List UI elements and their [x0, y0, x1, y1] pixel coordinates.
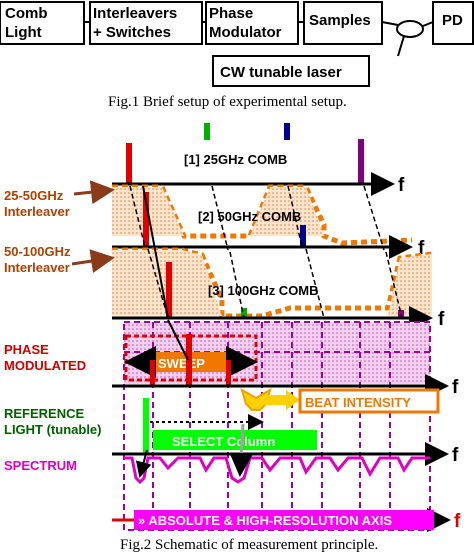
beat-label: BEAT INTENSITY: [305, 395, 411, 410]
phase-line-right: [226, 360, 231, 386]
spectrum-label: SPECTRUM: [4, 458, 77, 473]
samples-label: Samples: [309, 12, 371, 29]
phase-modulator-label-1: Phase: [209, 5, 253, 22]
comb1-line-green: [204, 123, 210, 140]
reference-line: [143, 398, 149, 454]
phase-line-left: [150, 360, 155, 386]
axis-f-3: f: [438, 309, 445, 330]
axis-banner: [134, 510, 434, 530]
phase-label-2: MODULATED: [4, 358, 86, 373]
comb1-line-navy: [284, 123, 290, 140]
beat-box: [298, 388, 440, 414]
comb3-line-purple: [398, 310, 404, 318]
axis-f-4: f: [452, 377, 459, 398]
phase-modulator-label-2: Modulator: [209, 24, 282, 41]
pd-box: [432, 1, 474, 45]
comb3-line-green: [241, 308, 247, 318]
axis-f-2: f: [418, 238, 425, 259]
reference-label-1: REFERENCE: [4, 406, 85, 421]
interleavers-label-2: + Switches: [93, 24, 171, 41]
interleaver1-label-1: 25-50GHz: [4, 188, 64, 203]
cw-laser-label: CW tunable laser: [220, 64, 342, 81]
coupler: [396, 20, 424, 38]
select-box: [153, 430, 317, 450]
comb2-label: [2] 50GHz COMB: [198, 209, 301, 224]
axis-f-5: f: [452, 445, 459, 466]
phase-label-1: PHASE: [4, 342, 49, 357]
interleaver2-label-1: 50-100GHz: [4, 244, 71, 259]
reference-label-2: LIGHT (tunable): [4, 422, 102, 437]
phase-line-center: [186, 334, 192, 386]
spectrum-trace: [124, 456, 430, 485]
interleaver2-label-2: Interleaver: [4, 260, 70, 275]
fig1-setup: Comb Light Interleavers + Switches Phase…: [0, 1, 474, 110]
comb2-line-navy: [300, 225, 306, 247]
axis-banner-label: » ABSOLUTE & HIGH-RESOLUTION AXIS: [138, 513, 392, 528]
comb1-line-purple: [358, 139, 364, 183]
axis-f-6: f: [454, 511, 461, 532]
comb3-line-red: [166, 262, 172, 318]
sweep-label: SWEEP: [158, 356, 205, 371]
interleavers-label-1: Interleavers: [93, 5, 177, 22]
comb-light-label-2: Light: [5, 24, 42, 41]
select-label: SELECT Column: [172, 434, 275, 449]
interleaver1-label-2: Interleaver: [4, 204, 70, 219]
axis-f-1: f: [398, 175, 405, 196]
cw-laser-box: [212, 55, 370, 87]
fig1-caption: Fig.1 Brief setup of experimental setup.: [108, 94, 347, 110]
fig2-caption: Fig.2 Schematic of measurement principle…: [120, 537, 378, 553]
comb3-label: [3] 100GHz COMB: [208, 283, 319, 298]
comb2-line-red: [143, 192, 149, 247]
samples-box: [303, 1, 383, 45]
pd-label: PD: [442, 12, 463, 29]
comb1-label: [1] 25GHz COMB: [184, 152, 287, 167]
fig2-schematic: [1] 25GHz COMB f 25-50GHz Interleaver [2…: [4, 123, 461, 553]
comb-light-label-1: Comb: [5, 5, 48, 22]
comb1-line-red: [126, 143, 132, 183]
